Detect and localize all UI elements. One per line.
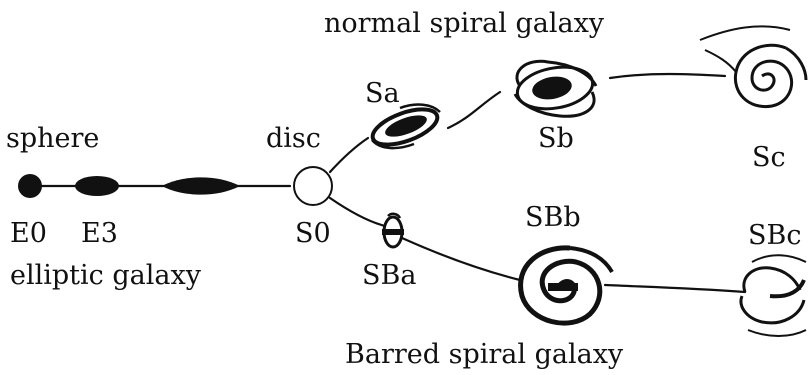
elliptic-galaxy-label: elliptic galaxy xyxy=(10,262,201,289)
normal-spiral-galaxy-label: normal spiral galaxy xyxy=(324,10,604,37)
s0-label: S0 xyxy=(295,220,331,247)
e3-ellipse-shape xyxy=(75,176,119,196)
sba-barred-spiral-shape xyxy=(382,214,404,247)
line-sbb-to-sbc xyxy=(605,285,745,292)
line-s0-to-sba xyxy=(330,198,385,226)
sa-spiral-shape xyxy=(368,102,441,152)
line-sa-to-sb xyxy=(448,92,500,128)
sa-label: Sa xyxy=(365,80,400,107)
sphere-label: sphere xyxy=(6,125,99,152)
sc-label: Sc xyxy=(752,144,786,171)
sba-label: SBa xyxy=(362,262,416,289)
s0-disc-shape xyxy=(294,167,332,205)
sbb-label: SBb xyxy=(525,204,581,231)
barred-spiral-galaxy-label: Barred spiral galaxy xyxy=(345,341,623,368)
sbc-label: SBc xyxy=(748,222,801,249)
line-s0-to-sa xyxy=(330,138,368,172)
disc-label: disc xyxy=(266,125,321,152)
e0-label: E0 xyxy=(10,220,47,247)
sbc-barred-spiral-shape xyxy=(741,255,806,336)
sc-spiral-shape xyxy=(700,26,806,106)
sbb-barred-spiral-shape xyxy=(521,248,612,323)
e0-sphere-shape xyxy=(18,174,42,198)
line-sb-to-sc xyxy=(610,74,725,78)
e7-elongated-ellipse-shape xyxy=(162,177,240,194)
sb-label: Sb xyxy=(538,125,574,152)
line-sba-to-sbb xyxy=(402,238,520,280)
e3-label: E3 xyxy=(81,220,118,247)
sb-spiral-shape xyxy=(514,61,596,116)
